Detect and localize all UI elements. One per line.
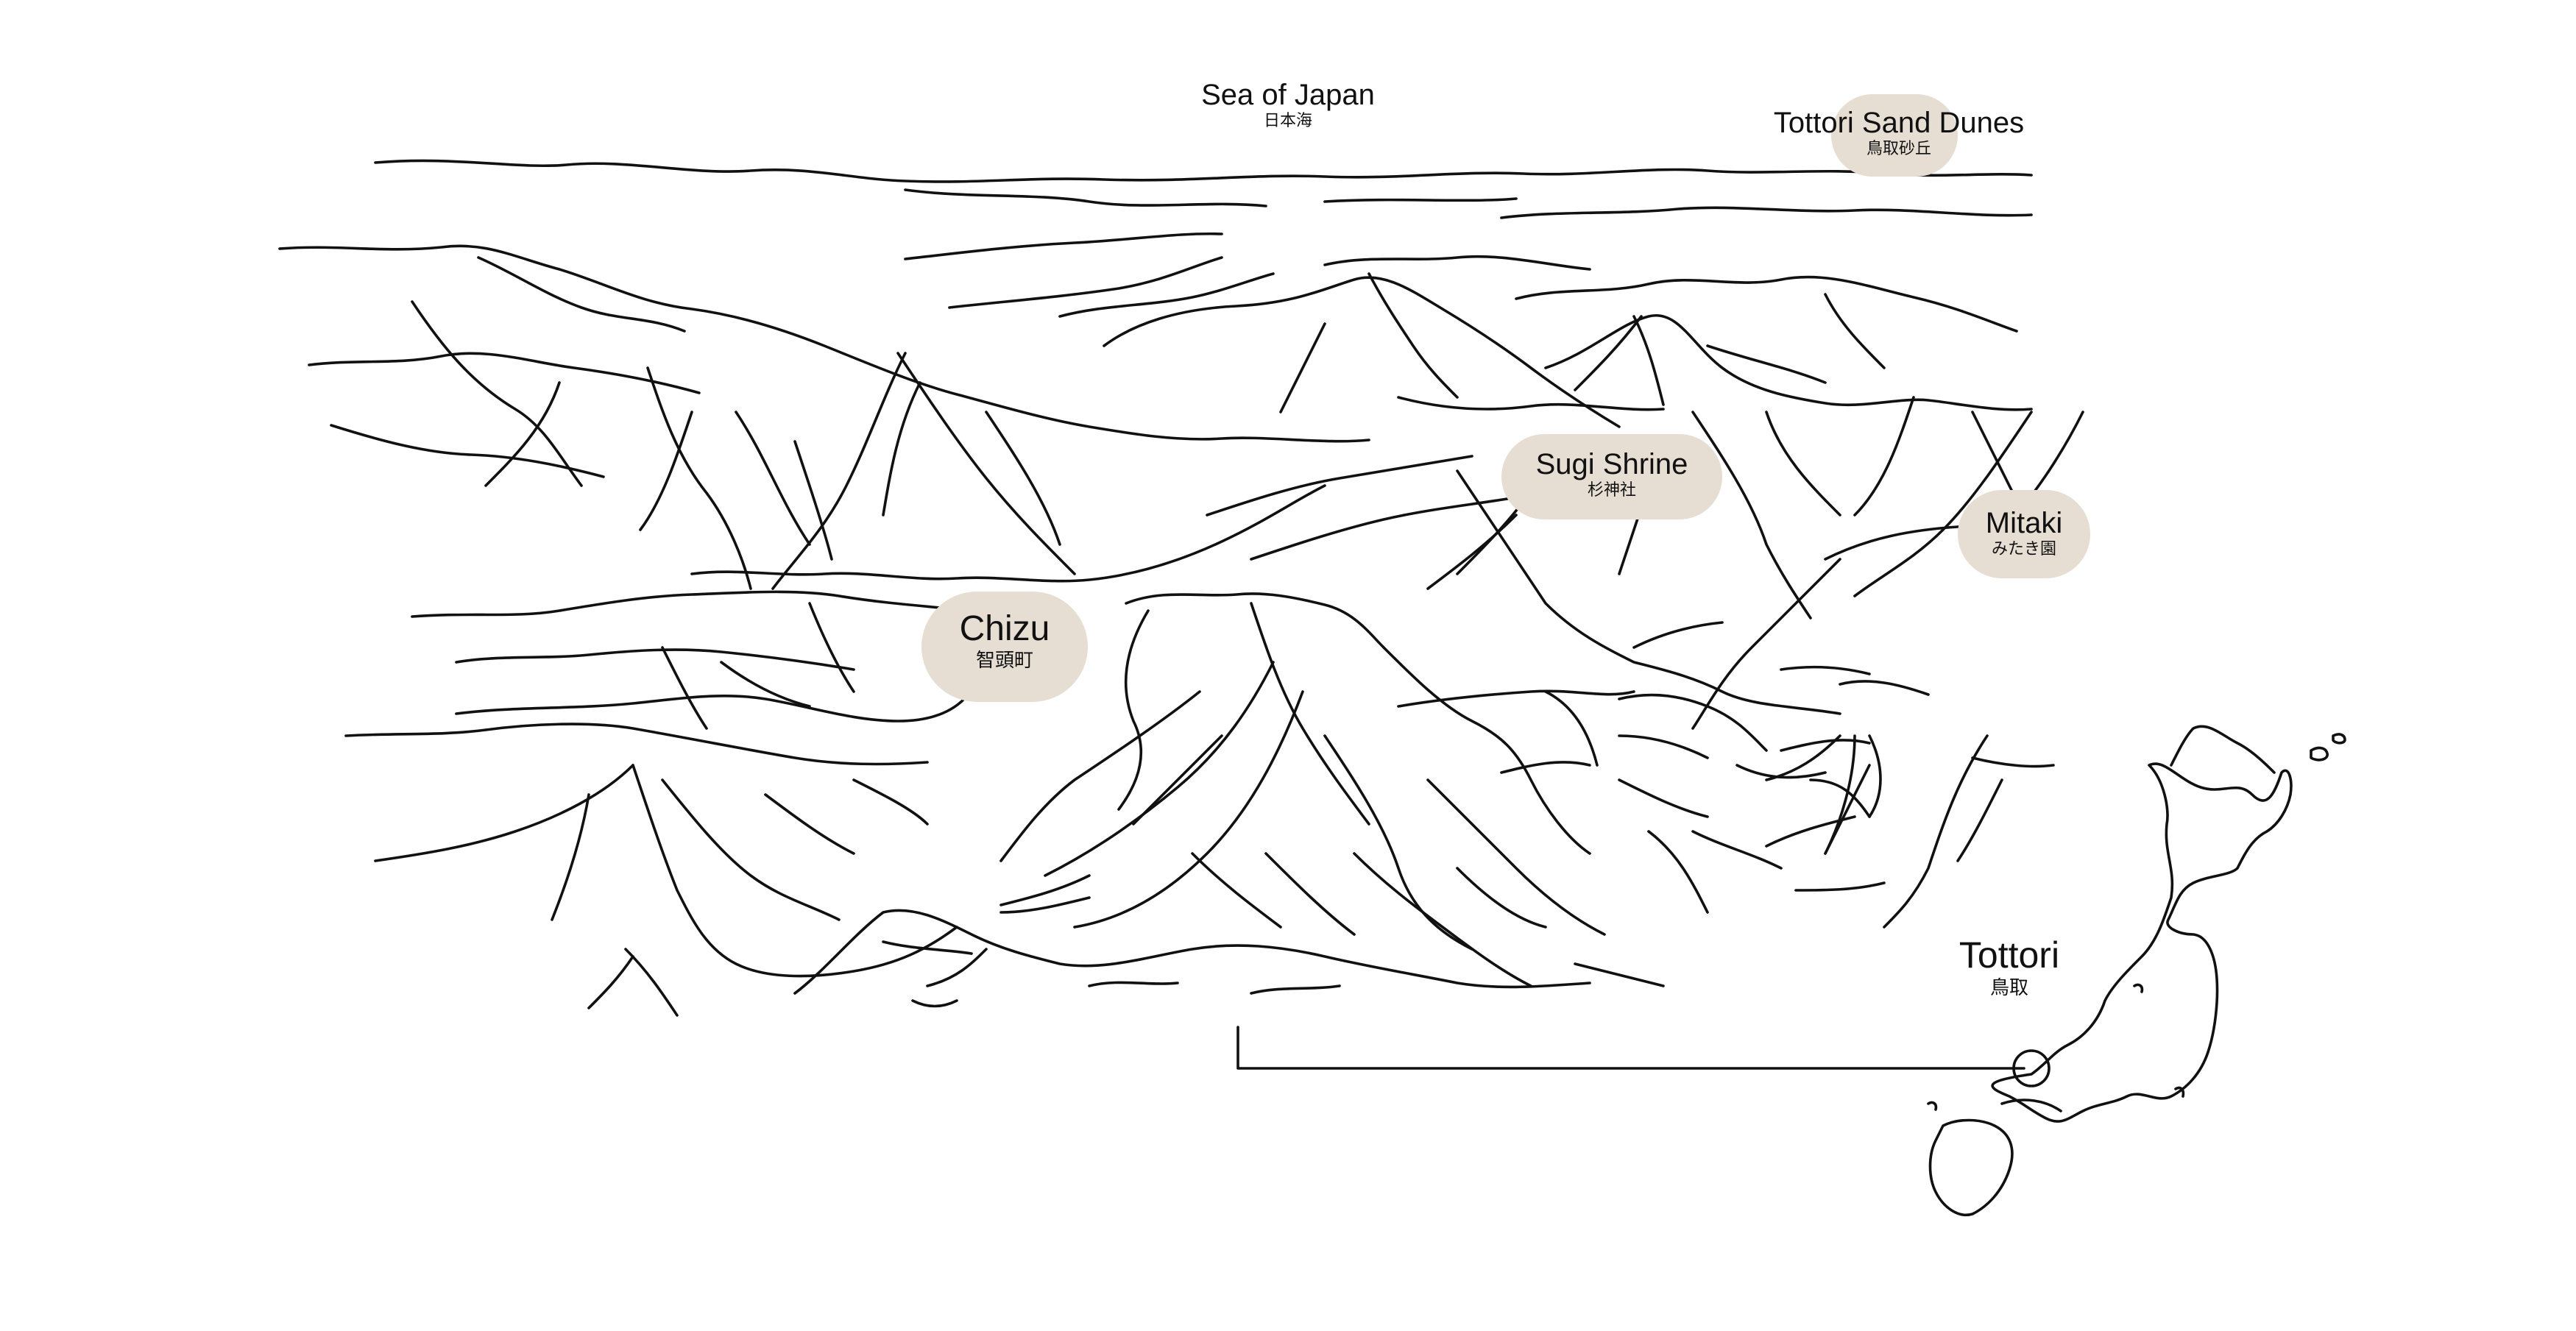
label-ja: 日本海 (1263, 112, 1312, 130)
islands-outline (1927, 733, 2346, 1111)
label-en: Mitaki (1985, 507, 2063, 539)
label-ja: 鳥取砂丘 (1866, 140, 1931, 158)
label-en: Tottori (1958, 934, 2060, 976)
callout-connector (1236, 1026, 2025, 1070)
chizu-label[interactable]: Chizu 智頭町 (921, 609, 1088, 675)
sugi-shrine-label[interactable]: Sugi Shrine 杉神社 (1501, 449, 1722, 503)
label-ja: 杉神社 (1587, 481, 1636, 500)
mitaki-label[interactable]: Mitaki みたき園 (1958, 508, 2090, 561)
label-en: Chizu (959, 609, 1050, 648)
kyushu-outline (1928, 1118, 2014, 1217)
circle-marker-icon (2012, 1049, 2050, 1087)
label-en[interactable]: Tottori Sand Dunes (1773, 107, 2025, 139)
label-ja: 智頭町 (975, 650, 1033, 672)
hokkaido-outline (2170, 725, 2276, 774)
chizu-highlight (921, 592, 1088, 702)
label-en: Sugi Shrine (1535, 448, 1688, 480)
shikoku-outline (2000, 1098, 2062, 1112)
sea-of-japan-label: Sea of Japan 日本海 (1178, 79, 1398, 133)
sand-dunes-highlight (1831, 94, 1958, 177)
tottori-label[interactable]: Tottori 鳥取 (1884, 936, 2134, 1001)
label-en: Sea of Japan (1201, 79, 1375, 111)
tottori-sand-dunes-label: Tottori Sand Dunes 鳥取砂丘 (1708, 107, 2090, 161)
label-ja: みたき園 (1991, 540, 2056, 558)
label-ja: 鳥取 (1989, 976, 2028, 999)
sugi-shrine-highlight (1501, 434, 1722, 519)
honshu-outline (1991, 762, 2293, 1123)
mitaki-highlight (1958, 490, 2090, 578)
